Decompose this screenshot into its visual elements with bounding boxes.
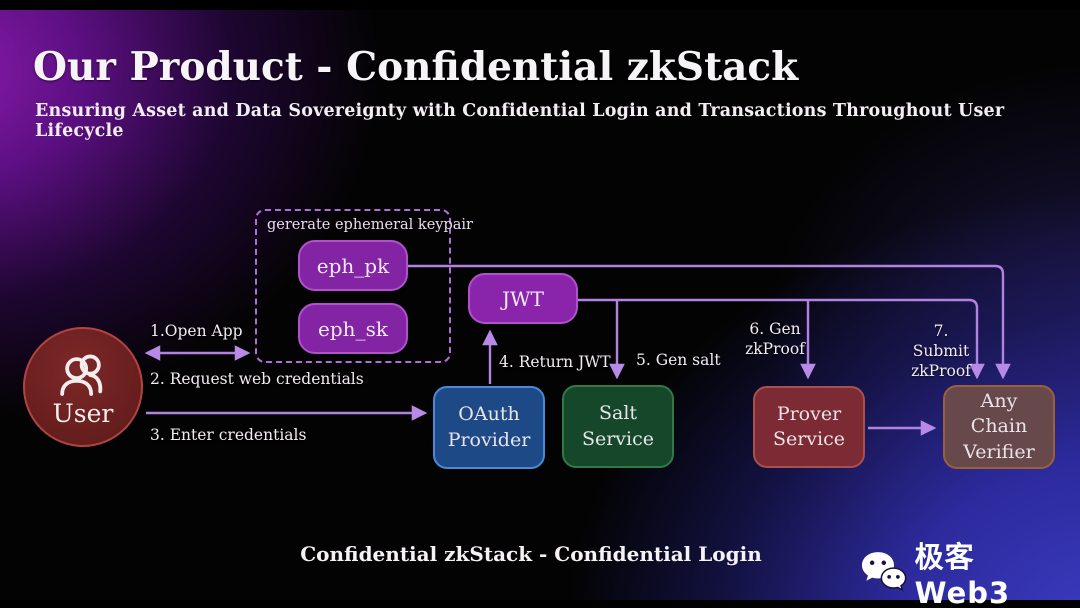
edge-label-gen-zkproof-line2: zkProof <box>745 339 805 358</box>
edge-label-open-app: 1.Open App <box>150 322 243 340</box>
node-oauth-provider: OAuth Provider <box>433 386 545 469</box>
letterbox-bar-bottom <box>0 600 1080 608</box>
edge-label-enter-credentials: 3. Enter credentials <box>150 426 307 444</box>
node-oauth-provider-label: OAuth Provider <box>447 403 531 451</box>
node-any-chain-verifier-label: Any Chain Verifier <box>963 390 1035 463</box>
node-jwt: JWT <box>468 273 578 324</box>
edge-label-gen-salt: 5. Gen salt <box>636 351 721 369</box>
edge-label-request-web-credentials: 2. Request web credentials <box>150 370 364 388</box>
node-prover-service: Prover Service <box>753 386 865 468</box>
node-eph-pk: eph_pk <box>298 240 408 291</box>
edge-label-return-jwt: 4. Return JWT <box>499 353 611 371</box>
node-any-chain-verifier: Any Chain Verifier <box>943 385 1055 469</box>
node-jwt-label: JWT <box>502 286 544 311</box>
node-prover-service-label: Prover Service <box>772 402 846 450</box>
users-icon <box>60 354 103 396</box>
letterbox-bar-top <box>0 0 1080 10</box>
node-eph-sk: eph_sk <box>298 303 408 354</box>
node-user-label: User <box>52 398 114 428</box>
node-eph-pk-label: eph_pk <box>316 253 390 278</box>
brand-label: 极客 Web3 <box>914 540 1011 608</box>
edge-jwt-to-verifier <box>578 298 985 380</box>
edge-ephpk-to-verifier <box>408 264 1011 380</box>
slide-caption: Confidential zkStack - Confidential Logi… <box>300 542 762 566</box>
node-user: User <box>23 327 143 447</box>
page-subtitle: Ensuring Asset and Data Sovereignty with… <box>35 101 1005 141</box>
edge-label-submit-zkproof-line1: 7. Submit <box>912 322 970 360</box>
node-salt-service: Salt Service <box>562 385 674 468</box>
node-eph-sk-label: eph_sk <box>318 316 388 341</box>
wechat-icon <box>861 552 907 592</box>
edge-label-gen-zkproof: 6. Gen zkProof <box>741 320 809 360</box>
keypair-group-box: gererate ephemeral keypair <box>255 209 473 363</box>
edge-label-submit-zkproof-line2: zkProof <box>911 361 971 380</box>
page-title: Our Product - Confidential zkStack <box>33 44 799 90</box>
edge-label-gen-zkproof-line1: 6. Gen <box>749 320 801 338</box>
brand-badge: 极客 Web3 <box>860 534 1080 608</box>
node-salt-service-label: Salt Service <box>581 402 655 450</box>
edge-label-submit-zkproof: 7. Submit zkProof <box>903 322 979 381</box>
keypair-group-label: gererate ephemeral keypair <box>267 217 473 233</box>
